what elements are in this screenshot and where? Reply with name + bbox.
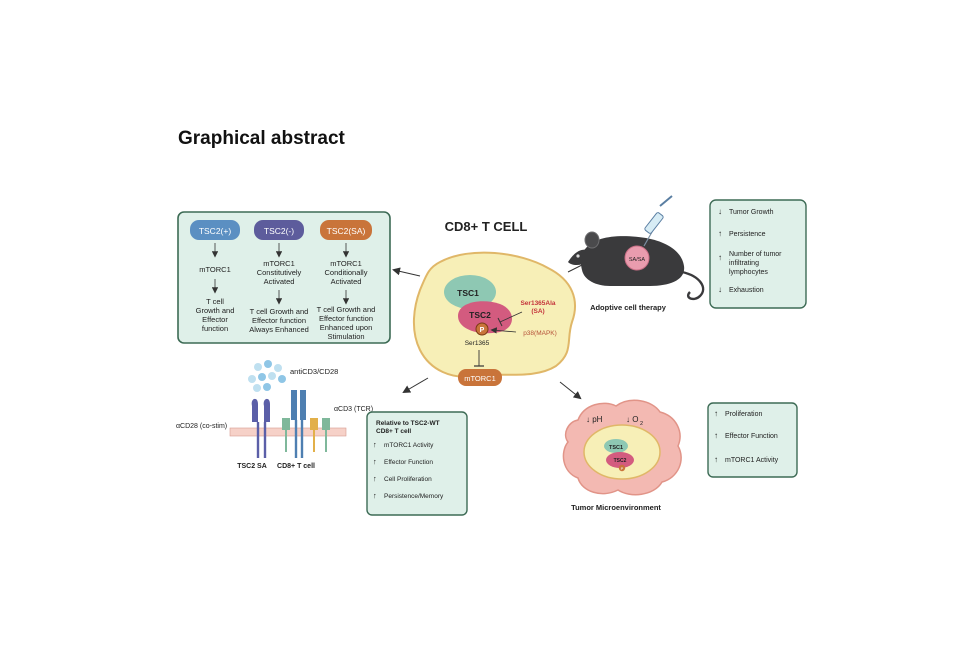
relative-arrow: ↑ <box>373 457 377 466</box>
relative-effects-box: Relative to TSC2-WT CD8+ T cell ↑ mTORC1… <box>366 411 468 516</box>
col3-line: Activated <box>331 277 362 286</box>
therapy-arrow: ↑ <box>718 253 722 262</box>
ph-label: ↓ pH <box>586 415 603 424</box>
col2-outcome: T cell Growth and <box>250 307 309 316</box>
tme-arrow: ↑ <box>714 409 718 418</box>
relative-header: CD8+ T cell <box>376 428 411 435</box>
tme-effects-box: ↑ Proliferation ↑ Effector Function ↑ mT… <box>707 402 798 478</box>
relative-item: Effector Function <box>384 459 433 466</box>
col3-line: Conditionally <box>325 268 368 277</box>
syringe-icon <box>643 195 673 247</box>
cd8-t-cell: CD8+ T CELL TSC1 TSC2 P Ser1365 Ser1365A… <box>413 219 576 386</box>
col1-outcome: Growth and <box>196 306 235 315</box>
arrow-to-tme <box>559 381 582 400</box>
col1-line: mTORC1 <box>199 265 231 274</box>
therapy-outcome-box: ↓ Tumor Growth ↑ Persistence ↑ Number of… <box>709 199 807 309</box>
tme-tsc1-label: TSC1 <box>609 445 623 451</box>
tme-arrow: ↑ <box>714 455 718 464</box>
ser-label: Ser1365 <box>465 340 490 347</box>
tme-item: mTORC1 Activity <box>725 457 779 464</box>
tumor-icon <box>624 245 650 271</box>
col2-line: mTORC1 <box>263 259 295 268</box>
therapy-item: infiltrating <box>729 260 759 267</box>
tsc2-sa-label: TSC2(SA) <box>327 226 366 236</box>
mutant-label: (SA) <box>531 308 544 315</box>
tme-caption: Tumor Microenvironment <box>571 503 661 512</box>
phospho-label: P <box>480 327 485 334</box>
therapy-arrow: ↓ <box>718 207 722 216</box>
col2-line: Activated <box>264 277 295 286</box>
therapy-item: lymphocytes <box>729 269 768 276</box>
mouse-illustration: SA/SA Adoptive cell therapy <box>568 195 705 312</box>
relative-arrow: ↑ <box>373 440 377 449</box>
page-title: Graphical abstract <box>178 128 345 149</box>
tumor-microenvironment: TSC1 TSC2 P ↓ pH ↓ O 2 Tumor Microenviro… <box>562 399 682 512</box>
tme-item: Effector Function <box>725 433 778 440</box>
tme-arrow: ↑ <box>714 431 718 440</box>
mutant-label: Ser1365Ala <box>520 300 555 307</box>
tme-item: Proliferation <box>725 411 762 418</box>
tme-phospho-label: P <box>621 466 624 471</box>
col1-outcome: T cell <box>206 297 224 306</box>
relative-arrow: ↑ <box>373 474 377 483</box>
tsc2-wt-tag <box>190 220 240 240</box>
receptor-illustration: antiCD3/CD28 αCD3 (TCR) αCD28 (co-stim) … <box>176 360 373 470</box>
tme-tsc2-label: TSC2 <box>614 458 627 464</box>
mouse-tail <box>681 270 705 301</box>
therapy-item: Persistence <box>729 231 766 238</box>
col1-outcome: function <box>202 324 228 333</box>
therapy-item: Number of tumor <box>729 251 782 258</box>
cd28-label: αCD28 (co-stim) <box>176 423 227 430</box>
relative-item: Persistence/Memory <box>384 493 444 500</box>
mtorc1-node <box>458 369 502 386</box>
col2-outcome: Effector function <box>252 316 306 325</box>
kinase-label: p38(MAPK) <box>523 330 557 337</box>
o2-label: ↓ O <box>626 415 638 424</box>
receptor-caption-1: TSC2 SA <box>237 463 267 470</box>
mtorc1-label: mTORC1 <box>464 374 496 383</box>
relative-header: Relative to TSC2-WT <box>376 420 440 427</box>
cell-title: CD8+ T CELL <box>445 219 528 234</box>
therapy-item: Exhaustion <box>729 287 764 294</box>
tsc2-ko-tag <box>254 220 304 240</box>
beads-icon <box>248 360 286 392</box>
therapy-item: Tumor Growth <box>729 209 774 216</box>
tsc1-protein <box>444 275 496 309</box>
tsc2-wt-label: TSC2(+) <box>199 226 232 236</box>
tsc1-label: TSC1 <box>457 288 479 298</box>
tsc2-label: TSC2 <box>469 310 491 320</box>
genotype-column-sa: TSC2(SA) mTORC1 Conditionally Activated … <box>317 220 376 341</box>
arrow-to-receptor <box>402 377 429 394</box>
cd3-label: αCD3 (TCR) <box>334 406 373 413</box>
genotype-panel: TSC2(+) mTORC1 T cell Growth and Effecto… <box>177 211 391 344</box>
tsc2-sa-tag <box>320 220 372 240</box>
receptor-caption-2: CD8+ T cell <box>277 463 315 470</box>
beads-label: antiCD3/CD28 <box>290 367 338 376</box>
genotype-column-wt: TSC2(+) mTORC1 T cell Growth and Effecto… <box>190 220 240 333</box>
phospho-site-icon <box>475 322 489 336</box>
tumor-label: SA/SA <box>629 257 646 263</box>
o2-subscript: 2 <box>640 421 643 427</box>
col3-outcome: Effector function <box>319 314 373 323</box>
mouse-ear <box>584 231 600 249</box>
col3-line: mTORC1 <box>330 259 362 268</box>
genotype-column-ko: TSC2(-) mTORC1 Constitutively Activated … <box>249 220 309 334</box>
therapy-arrow: ↑ <box>718 229 722 238</box>
mouse-caption: Adoptive cell therapy <box>590 303 667 312</box>
col1-outcome: Effector <box>202 315 228 324</box>
col2-line: Constitutively <box>257 268 302 277</box>
tsc2-protein <box>458 301 512 334</box>
relative-arrow: ↑ <box>373 491 377 500</box>
col3-outcome: Stimulation <box>327 332 364 341</box>
col3-outcome: Enhanced upon <box>320 323 373 332</box>
col2-outcome: Always Enhanced <box>249 325 309 334</box>
relative-item: mTORC1 Activity <box>384 442 434 449</box>
col3-outcome: T cell Growth and <box>317 305 376 314</box>
therapy-arrow: ↓ <box>718 285 722 294</box>
tsc2-ko-label: TSC2(-) <box>264 226 294 236</box>
arrow-to-genotype <box>392 267 421 277</box>
relative-item: Cell Proliferation <box>384 476 432 483</box>
